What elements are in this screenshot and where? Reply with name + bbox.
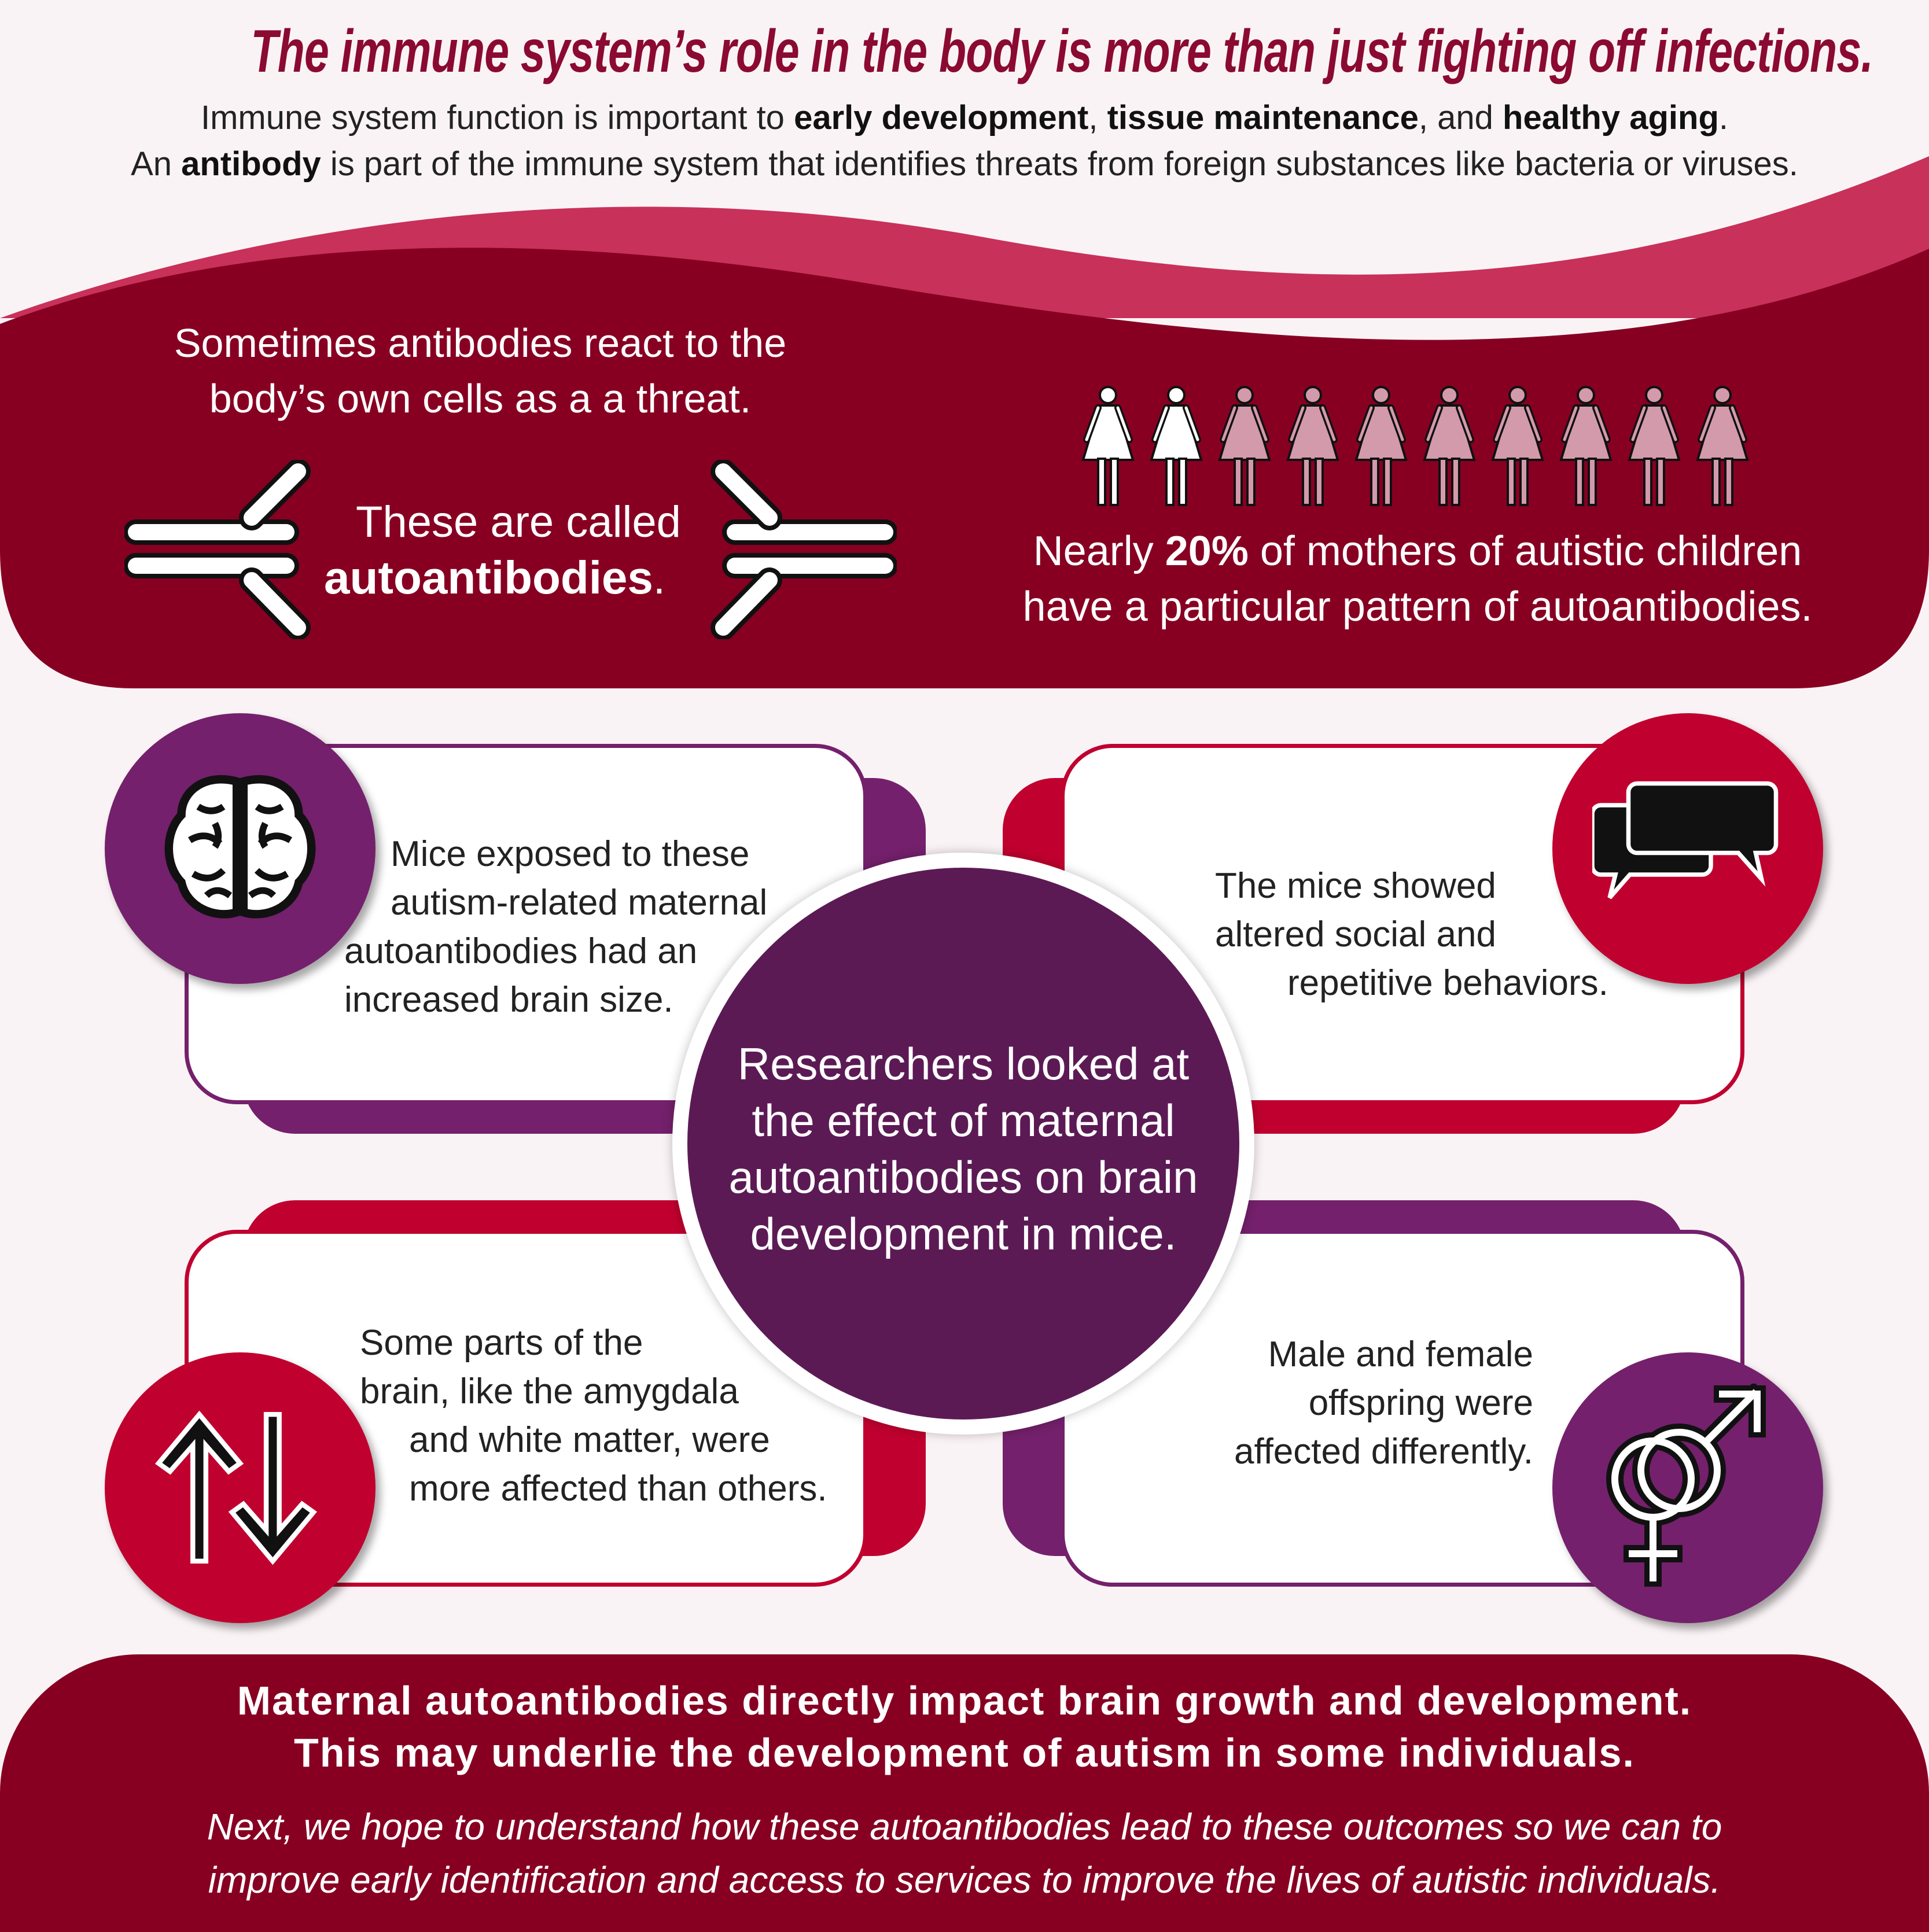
brain-icon-circle (105, 713, 376, 984)
women-icon-row (1081, 386, 1749, 506)
main-title: The immune system’s role in the body is … (251, 18, 1873, 85)
intro-line-2: An antibody is part of the immune system… (131, 145, 1798, 183)
footer-banner (0, 1654, 1929, 1932)
woman-icon (1696, 386, 1749, 506)
brain-icon (164, 775, 316, 919)
speech-bubbles-icon (1592, 781, 1779, 899)
intro-line-1: Immune system function is important to e… (201, 99, 1728, 137)
male-female-icon (1606, 1384, 1766, 1587)
woman-icon (1491, 386, 1544, 506)
speech-icon-circle (1552, 713, 1823, 984)
called-text: These are called autoantibodies. (324, 497, 681, 603)
woman-icon (1628, 386, 1681, 506)
statistic-text: Nearly 20% of mothers of autistic childr… (1022, 528, 1813, 630)
autoantibodies-term: autoantibodies (324, 552, 653, 603)
woman-icon (1218, 386, 1271, 506)
antibody-icons (124, 460, 897, 639)
wave-band (0, 156, 1929, 688)
woman-icon (1286, 386, 1339, 506)
antibody-icon-left (124, 460, 311, 639)
next-steps-text: Next, we hope to understand how these au… (207, 1806, 1722, 1901)
woman-icon-highlighted (1081, 386, 1135, 506)
antibody-icon-right (711, 460, 897, 639)
conclusion-text: Maternal autoantibodies directly impact … (237, 1678, 1692, 1775)
statistic-value: 20% (1165, 528, 1249, 574)
up-down-arrows-icon (154, 1410, 317, 1565)
woman-icon-highlighted (1150, 386, 1203, 506)
woman-icon (1423, 386, 1476, 506)
woman-icon (1354, 386, 1408, 506)
woman-icon (1559, 386, 1613, 506)
arrows-icon-circle (105, 1352, 376, 1623)
gender-icon-circle (1552, 1352, 1823, 1623)
